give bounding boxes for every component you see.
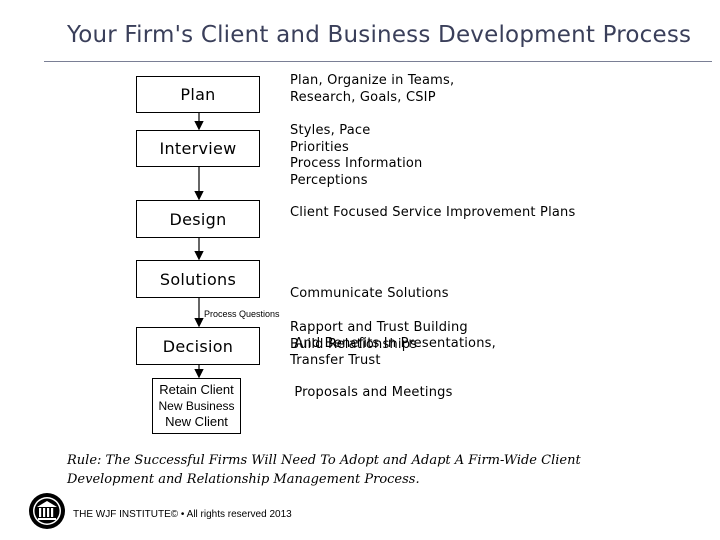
outcome-line: New Client bbox=[165, 414, 228, 429]
step-design-label: Design bbox=[169, 209, 227, 229]
institute-seal-icon bbox=[29, 493, 65, 529]
footer-copyright: THE WJF INSTITUTE© • All rights reserved… bbox=[73, 509, 292, 520]
step-decision-description: Rapport and Trust Building Build Relatio… bbox=[290, 320, 468, 370]
step-plan-box: Plan bbox=[136, 76, 260, 113]
step-interview-desc-line: Styles, Pace bbox=[290, 123, 371, 138]
step-decision-desc-line: Transfer Trust bbox=[290, 353, 381, 368]
title-underline bbox=[44, 61, 712, 62]
step-design-desc-line: Client Focused Service Improvement Plans bbox=[290, 205, 576, 220]
step-interview-box: Interview bbox=[136, 130, 260, 167]
step-interview-label: Interview bbox=[159, 139, 237, 158]
step-decision-label: Decision bbox=[162, 336, 234, 356]
step-interview-desc-line: Process Information bbox=[290, 156, 423, 171]
step-interview-description: Styles, Pace Priorities Process Informat… bbox=[290, 123, 423, 189]
step-interview-desc-line: Priorities bbox=[290, 139, 349, 155]
step-design-box: Design bbox=[136, 200, 260, 238]
step-solutions-desc-line: And Benefits In Presentations, bbox=[290, 335, 496, 351]
step-solutions-desc-line: Proposals and Meetings bbox=[290, 385, 453, 400]
step-decision-desc-line: Rapport and Trust Building bbox=[290, 320, 468, 335]
step-solutions-box: Solutions bbox=[136, 260, 260, 298]
outcome-line: New Business bbox=[158, 399, 235, 413]
process-questions-label: Process Questions bbox=[204, 309, 280, 319]
step-design-description: Client Focused Service Improvement Plans bbox=[290, 205, 575, 222]
step-interview-desc-line: Perceptions bbox=[290, 172, 368, 188]
page-title: Your Firm's Client and Business Developm… bbox=[67, 22, 692, 48]
step-solutions-label: Solutions bbox=[159, 269, 237, 289]
step-solutions-description: Communicate Solutions And Benefits In Pr… bbox=[290, 253, 496, 418]
step-plan-desc-line: Research, Goals, CSIP bbox=[290, 89, 436, 105]
step-decision-box: Decision bbox=[136, 327, 260, 365]
step-solutions-desc-line: Communicate Solutions bbox=[290, 286, 449, 301]
outcome-line: Retain Client bbox=[159, 382, 234, 397]
step-plan-desc-line: Plan, Organize in Teams, bbox=[290, 73, 455, 88]
outcome-box: Retain Client New Business New Client bbox=[152, 378, 241, 434]
step-plan-description: Plan, Organize in Teams, Research, Goals… bbox=[290, 73, 454, 106]
step-decision-desc-line: Build Relationships bbox=[290, 336, 418, 352]
rule-statement: Rule: The Successful Firms Will Need To … bbox=[67, 453, 581, 487]
step-plan-label: Plan bbox=[180, 85, 216, 104]
